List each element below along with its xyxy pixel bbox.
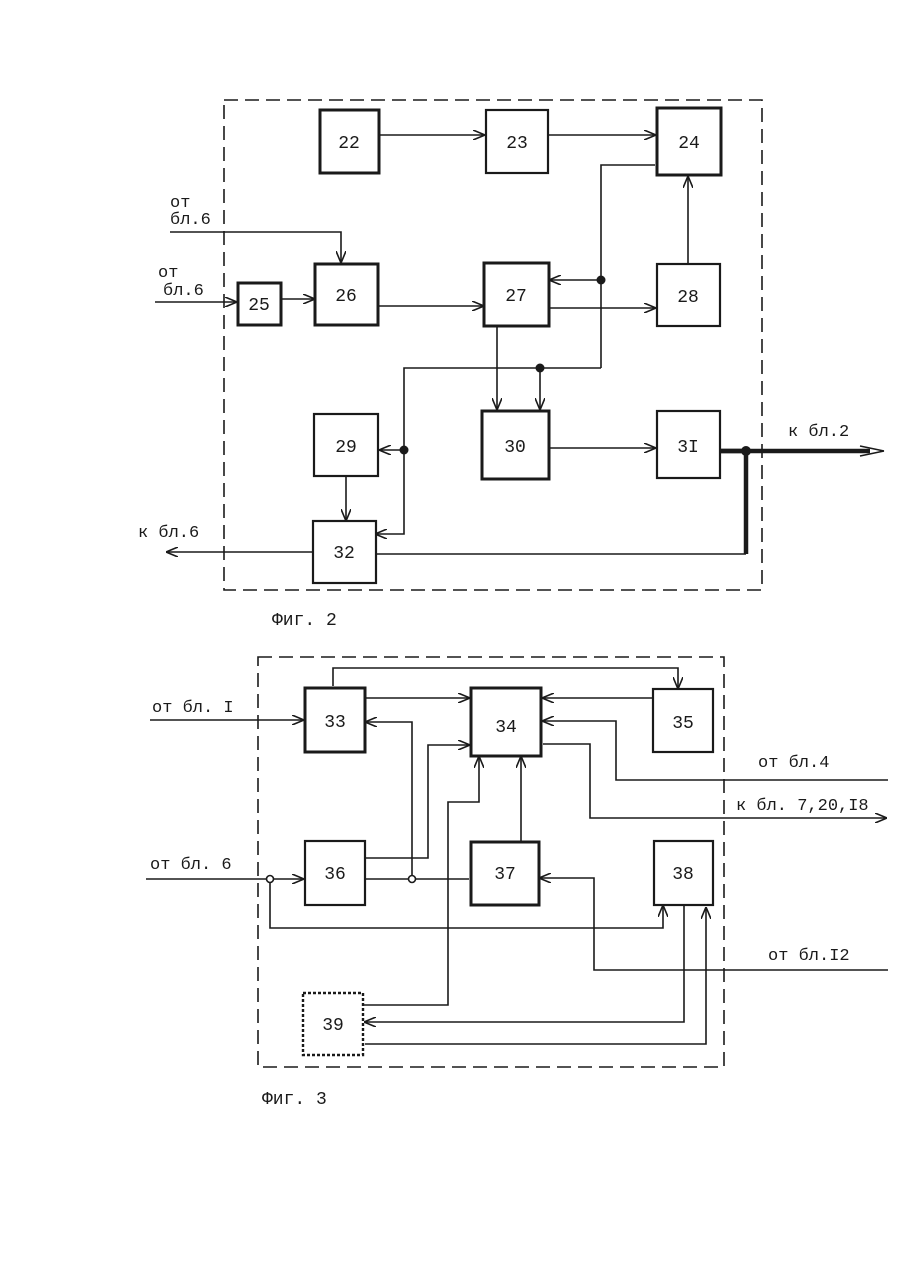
svg-text:33: 33: [324, 713, 346, 733]
fig2-output-left-label: к бл.6: [138, 524, 199, 543]
svg-text:22: 22: [338, 134, 360, 154]
fig3-block-34: 34: [471, 688, 541, 756]
fig3-output-bl7-label: к бл. 7,20,I8: [736, 797, 869, 816]
fig2-block-25: 25: [238, 283, 281, 325]
fig3-block-33: 33: [305, 688, 365, 752]
fig2-output-right-label: к бл.2: [788, 423, 849, 442]
svg-text:36: 36: [324, 865, 346, 885]
svg-text:32: 32: [333, 544, 355, 564]
fig2-block-30: 30: [482, 411, 549, 479]
svg-text:23: 23: [506, 134, 528, 154]
fig3-input-bl6-label: от бл. 6: [150, 856, 232, 875]
fig2-input-left-label-2: бл.6: [163, 282, 204, 301]
svg-text:30: 30: [504, 438, 526, 458]
fig2-block-26: 26: [315, 264, 378, 325]
fig2-block-28: 28: [657, 264, 720, 326]
fig2-block-23: 23: [486, 110, 548, 173]
fig3-block-37: 37: [471, 842, 539, 905]
fig2-caption: Фиг. 2: [272, 611, 337, 631]
fig2-block-24: 24: [657, 108, 721, 175]
fig2-block-29: 29: [314, 414, 378, 476]
fig2-input-top-label-2: бл.6: [170, 211, 211, 230]
fig3-caption: Фиг. 3: [262, 1090, 327, 1110]
fig2-block-32: 32: [313, 521, 376, 583]
figure-2: 22 23 24 25 26 27 28 29: [138, 100, 884, 631]
svg-text:25: 25: [248, 296, 270, 316]
svg-text:39: 39: [322, 1016, 344, 1036]
fig3-block-36: 36: [305, 841, 365, 905]
svg-text:28: 28: [677, 288, 699, 308]
svg-text:38: 38: [672, 865, 694, 885]
fig2-block-31: 3I: [657, 411, 720, 478]
fig2-block-22: 22: [320, 110, 379, 173]
figure-3: 33 34 35 36 37 38 39 от бл. I от бл. 6 о…: [146, 657, 888, 1110]
fig3-block-39: 39: [303, 993, 363, 1055]
fig2-block-27: 27: [484, 263, 549, 326]
svg-text:3I: 3I: [677, 438, 699, 458]
svg-text:24: 24: [678, 134, 700, 154]
svg-text:27: 27: [505, 287, 527, 307]
fig3-block-35: 35: [653, 689, 713, 752]
fig3-input-bl4-label: от бл.4: [758, 754, 829, 773]
fig3-input-bl12-label: от бл.I2: [768, 947, 850, 966]
svg-text:34: 34: [495, 718, 517, 738]
fig3-input-bl1-label: от бл. I: [152, 699, 234, 718]
svg-text:26: 26: [335, 287, 357, 307]
svg-text:29: 29: [335, 438, 357, 458]
fig3-block-38: 38: [654, 841, 713, 905]
fig2-input-left-label-1: от: [158, 264, 178, 283]
fig2-connections: [155, 135, 884, 554]
svg-text:35: 35: [672, 714, 694, 734]
svg-text:37: 37: [494, 865, 516, 885]
